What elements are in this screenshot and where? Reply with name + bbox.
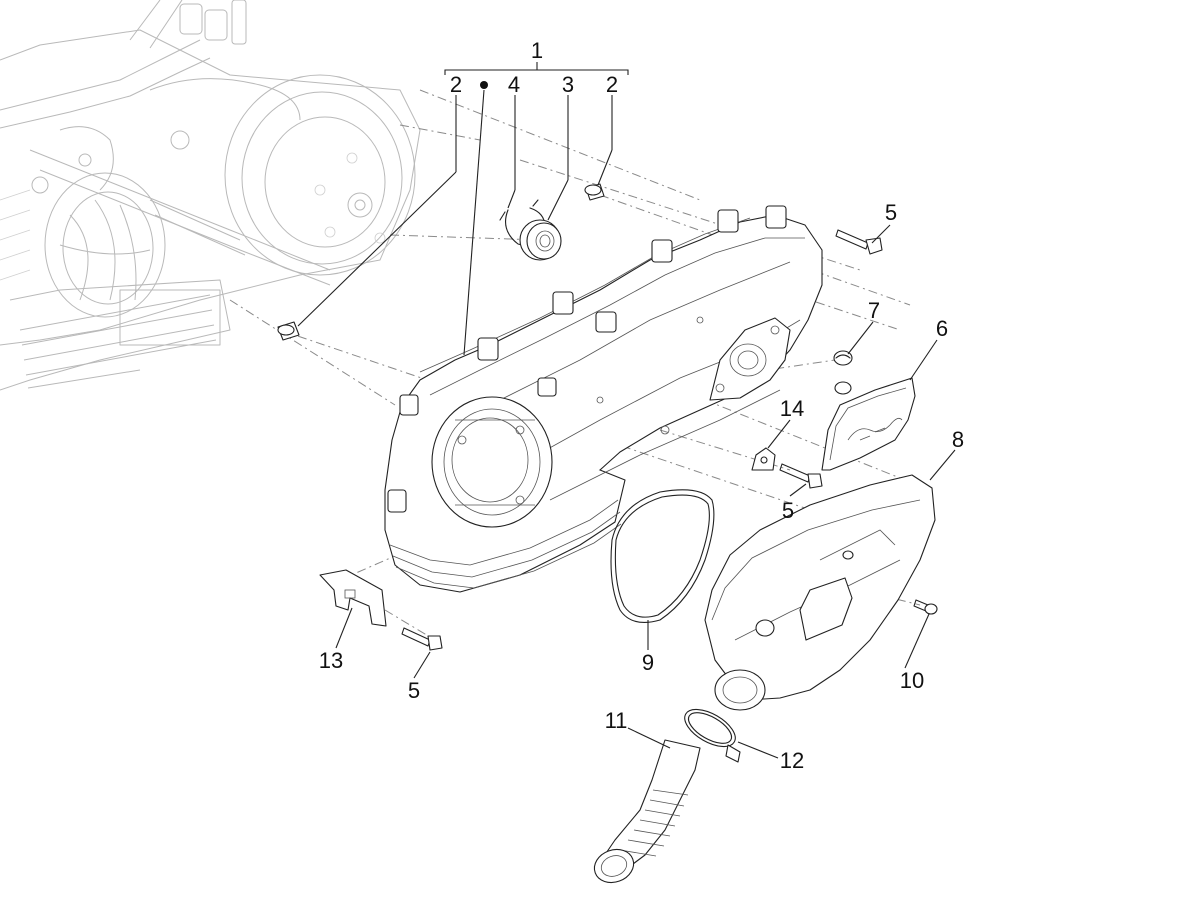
callout-8: 8	[952, 427, 964, 452]
bolt-lower-left	[401, 627, 443, 651]
callout-5-middle: 5	[782, 498, 794, 523]
dowel-pin-left	[277, 321, 300, 341]
engine-assembly-background	[0, 0, 421, 391]
callout-labels: 1 2 4 3 2 5 7 6 14 8 5 9 10 13 5 11 12	[319, 38, 964, 773]
callout-12: 12	[780, 748, 804, 773]
bracket-14	[751, 447, 776, 471]
emblem-plate	[821, 377, 916, 471]
callout-6: 6	[936, 316, 948, 341]
screw-10	[913, 599, 938, 615]
dowel-pin-right	[584, 183, 605, 201]
transmission-cover	[384, 205, 823, 593]
callout-3: 3	[562, 72, 574, 97]
callout-10: 10	[900, 668, 924, 693]
bearing	[519, 219, 562, 261]
callout-13: 13	[319, 648, 343, 673]
callout-5-top: 5	[885, 200, 897, 225]
callout-2-right: 2	[606, 72, 618, 97]
bolt-middle	[779, 463, 823, 489]
callout-11: 11	[605, 708, 628, 733]
callout-4: 4	[508, 72, 520, 97]
bracket-13	[319, 569, 387, 627]
callout-14: 14	[780, 396, 804, 421]
gasket-9	[610, 489, 715, 623]
callout-5-lower: 5	[408, 678, 420, 703]
hose-clamp	[684, 708, 741, 763]
callout-9: 9	[642, 650, 654, 675]
air-duct-cover	[704, 474, 936, 711]
callout-2-left: 2	[450, 72, 462, 97]
leader-lines	[297, 62, 956, 759]
intake-hose	[593, 739, 701, 884]
bullet-dot-icon	[480, 81, 488, 89]
callout-7: 7	[868, 298, 880, 323]
washer-7	[833, 350, 853, 395]
callout-1: 1	[531, 38, 543, 63]
bolt-top-right	[835, 229, 883, 255]
